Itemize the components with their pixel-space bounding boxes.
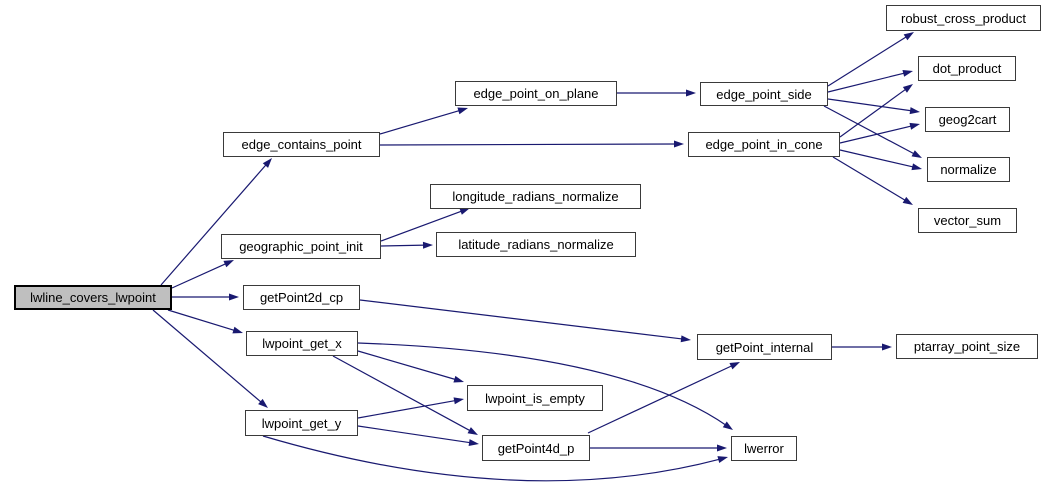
node-longitude-radians-normalize[interactable]: longitude_radians_normalize	[430, 184, 641, 209]
node-lwpoint-is-empty[interactable]: lwpoint_is_empty	[467, 385, 603, 411]
node-normalize[interactable]: normalize	[927, 157, 1010, 182]
node-ptarray-point-size[interactable]: ptarray_point_size	[896, 334, 1038, 359]
node-getpoint-internal[interactable]: getPoint_internal	[697, 334, 832, 360]
node-lwline-covers-lwpoint: lwline_covers_lwpoint	[14, 285, 172, 310]
node-edge-point-side[interactable]: edge_point_side	[700, 82, 828, 106]
node-getpoint4d-p[interactable]: getPoint4d_p	[482, 435, 590, 461]
node-geographic-point-init[interactable]: geographic_point_init	[221, 234, 381, 259]
node-geog2cart[interactable]: geog2cart	[925, 107, 1010, 132]
node-edge-contains-point[interactable]: edge_contains_point	[223, 132, 380, 157]
node-vector-sum[interactable]: vector_sum	[918, 208, 1017, 233]
node-edge-point-in-cone[interactable]: edge_point_in_cone	[688, 132, 840, 157]
node-getpoint2d-cp[interactable]: getPoint2d_cp	[243, 285, 360, 310]
node-edge-point-on-plane[interactable]: edge_point_on_plane	[455, 81, 617, 106]
node-lwpoint-get-x[interactable]: lwpoint_get_x	[246, 331, 358, 356]
node-latitude-radians-normalize[interactable]: latitude_radians_normalize	[436, 232, 636, 257]
node-dot-product[interactable]: dot_product	[918, 56, 1016, 81]
node-lwpoint-get-y[interactable]: lwpoint_get_y	[245, 410, 358, 436]
node-lwerror[interactable]: lwerror	[731, 436, 797, 461]
node-robust-cross-product[interactable]: robust_cross_product	[886, 5, 1041, 31]
